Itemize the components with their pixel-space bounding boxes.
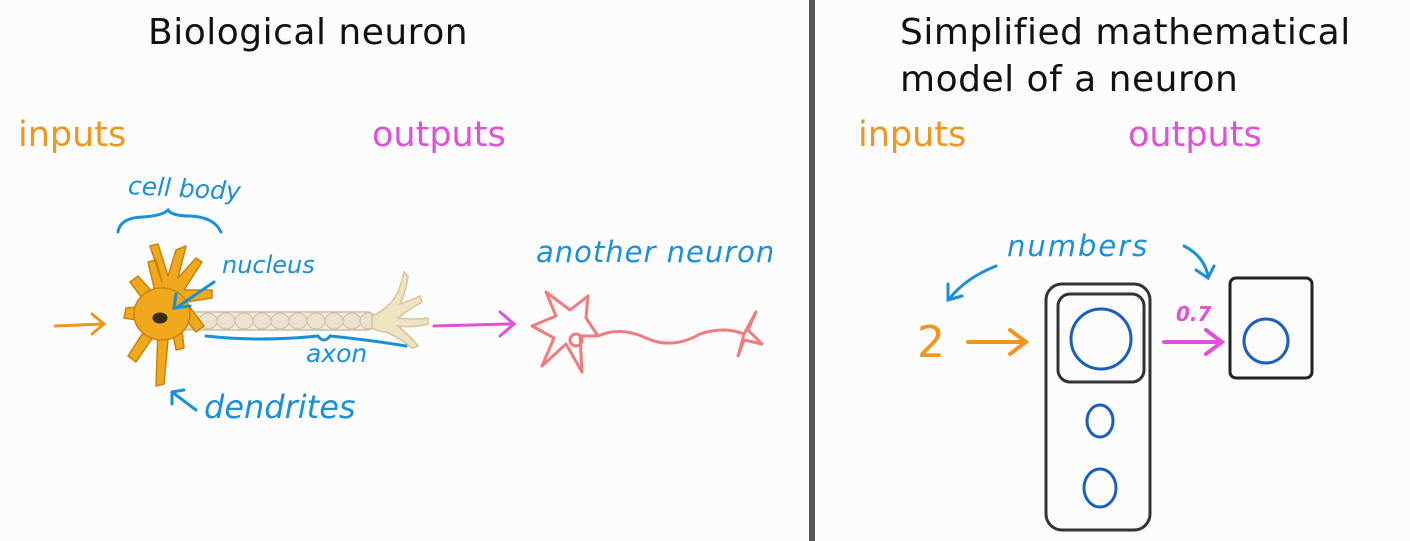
left-input-arrow [53, 312, 107, 336]
axon-bracket [204, 334, 408, 348]
right-inputs-label: inputs [858, 115, 967, 155]
right-input-arrow [966, 328, 1030, 356]
left-title: Biological neuron [148, 12, 469, 53]
right-output-arrow [1162, 328, 1226, 356]
dendrites-arrow [170, 388, 198, 412]
left-inputs-label: inputs [18, 115, 127, 155]
active-unit-box [1056, 292, 1146, 384]
axon-terminal-icon [371, 270, 429, 349]
layer-box [1044, 282, 1152, 532]
numbers-arrow-right [1182, 244, 1216, 281]
nucleus-icon [152, 312, 168, 324]
output-value: 0.7 [1176, 302, 1212, 326]
panel-divider [809, 0, 815, 541]
another-neuron-icon [530, 290, 764, 374]
another-neuron-label: another neuron [536, 235, 776, 269]
input-value: 2 [917, 317, 945, 368]
right-title-line1: Simplified mathematical [900, 12, 1351, 53]
dendrites-label: dendrites [204, 388, 356, 426]
right-title-line2: model of a neuron [900, 59, 1239, 100]
axon-icon [175, 311, 377, 331]
unit-circle-1 [1069, 307, 1133, 371]
nucleus-label: nucleus [222, 251, 315, 279]
output-box [1228, 276, 1314, 380]
axon-label: axon [306, 339, 368, 368]
cell-body-bracket [116, 207, 223, 234]
left-outputs-label: outputs [372, 115, 506, 155]
left-output-arrow [432, 310, 517, 338]
unit-circle-2 [1085, 403, 1115, 439]
numbers-arrow-left [946, 264, 998, 302]
output-unit-circle [1242, 317, 1290, 365]
nucleus-arrow [172, 280, 216, 310]
numbers-label: numbers [1007, 229, 1150, 263]
unit-circle-3 [1082, 467, 1118, 509]
right-outputs-label: outputs [1128, 115, 1262, 155]
